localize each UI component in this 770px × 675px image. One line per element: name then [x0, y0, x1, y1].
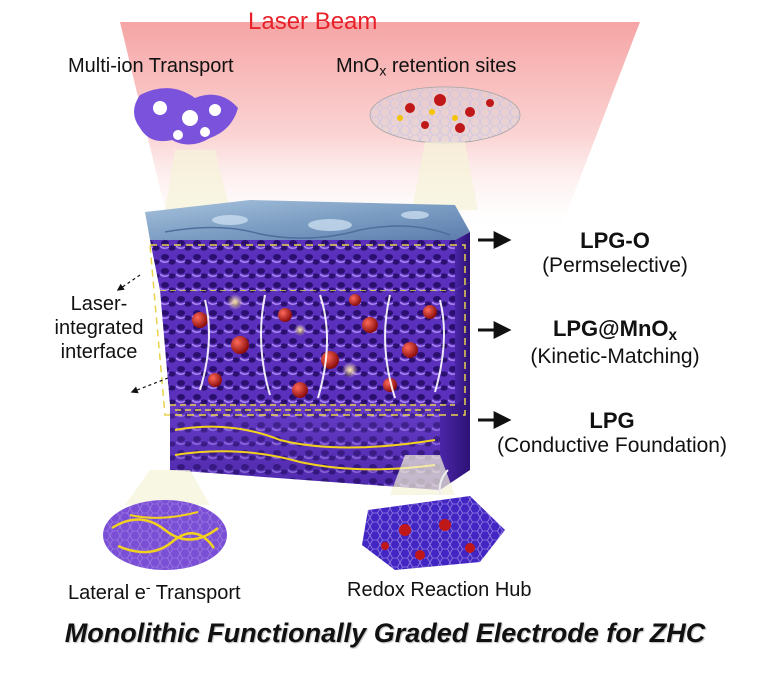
redox-hub-illustration — [362, 455, 505, 570]
interface-pointer-lower — [130, 377, 169, 394]
multi-ion-transport-illustration — [134, 88, 238, 210]
lateral-transport-illustration — [103, 470, 227, 570]
redox-hub-label: Redox Reaction Hub — [347, 579, 532, 601]
figure-title: Monolithic Functionally Graded Electrode… — [64, 618, 706, 648]
lpg-mnox-layer — [160, 282, 470, 406]
layer-lpg-label: LPG (Conductive Foundation) — [497, 408, 727, 457]
interface-frame — [149, 244, 466, 416]
multi-ion-transport-label: Multi-ion Transport — [68, 55, 234, 77]
lateral-transport-label: Lateral e- Transport — [68, 579, 241, 604]
interface-pointer-upper — [116, 274, 141, 291]
mnox-retention-label: MnOx retention sites — [336, 55, 517, 79]
lpg-o-layer — [145, 200, 470, 290]
interface-label: Laser- integrated interface — [54, 293, 144, 363]
laser-beam-label: Laser Beam — [248, 8, 378, 35]
layer-lpg-o-label: LPG-O (Permselective) — [542, 228, 688, 277]
layer-lpg-mnox-label: LPG@MnOx (Kinetic-Matching) — [530, 316, 700, 368]
lpg-layer — [170, 395, 470, 490]
mnox-retention-illustration — [369, 86, 521, 210]
